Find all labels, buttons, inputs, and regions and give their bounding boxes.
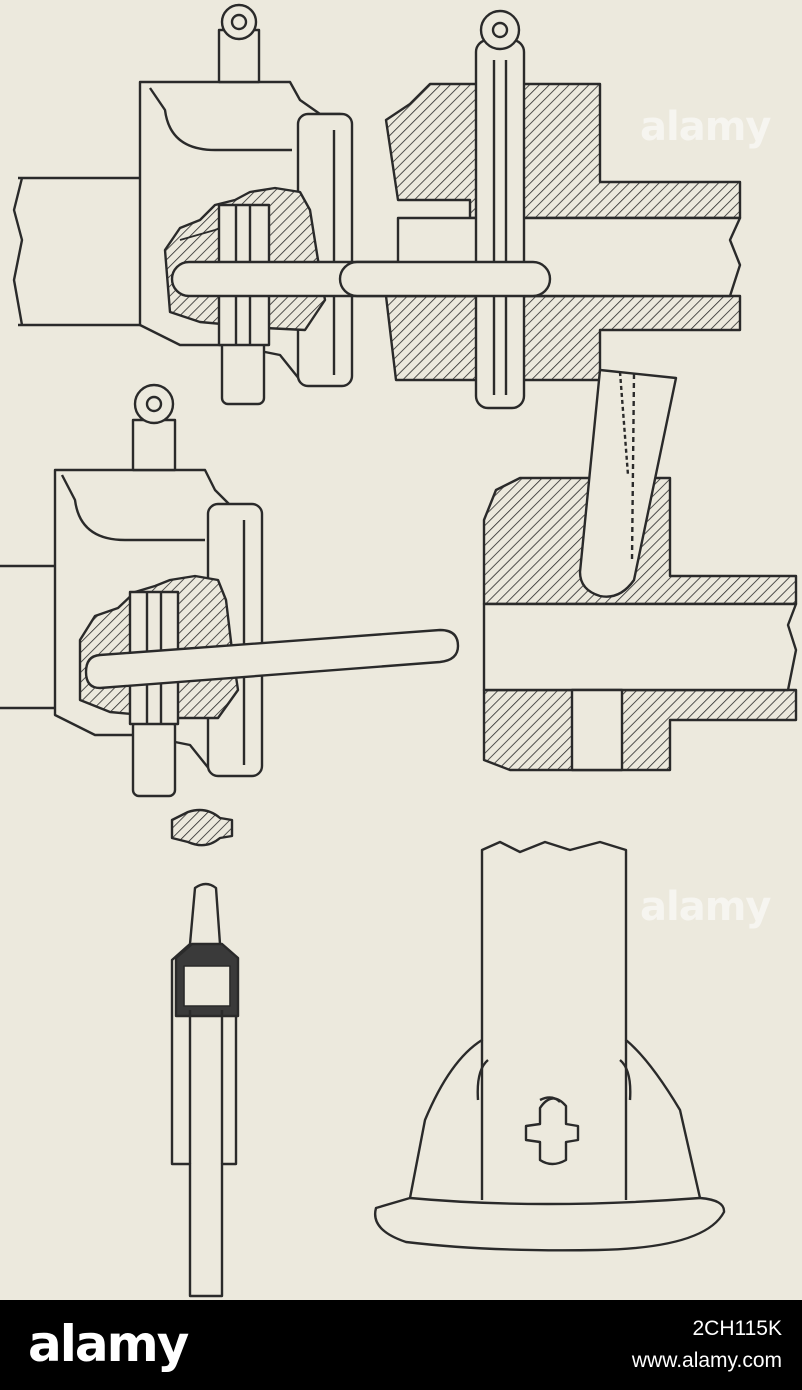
stock-footer-bar: alamy 2CH115K www.alamy.com <box>0 1300 802 1390</box>
panel-coupling-disengaged <box>0 368 798 798</box>
pin-cross-section <box>170 808 234 847</box>
watermark-upper: alamy <box>640 104 771 150</box>
socket-section-upper <box>384 82 742 220</box>
technical-drawing: alamy alamy <box>0 0 802 1300</box>
watermark-lower: alamy <box>640 884 771 930</box>
panel-pin-detail <box>170 808 240 1298</box>
coupling-diagram <box>0 3 798 1298</box>
panel-coupling-engaged <box>12 3 742 410</box>
image-id-label: 2CH115K <box>692 1317 783 1340</box>
panel-socket-end-view <box>373 840 726 1252</box>
brand-logo: alamy <box>28 1315 189 1373</box>
site-url-label: www.alamy.com <box>631 1349 782 1372</box>
socket-section-lower <box>384 294 742 382</box>
socket-section-2-lower <box>482 688 798 772</box>
